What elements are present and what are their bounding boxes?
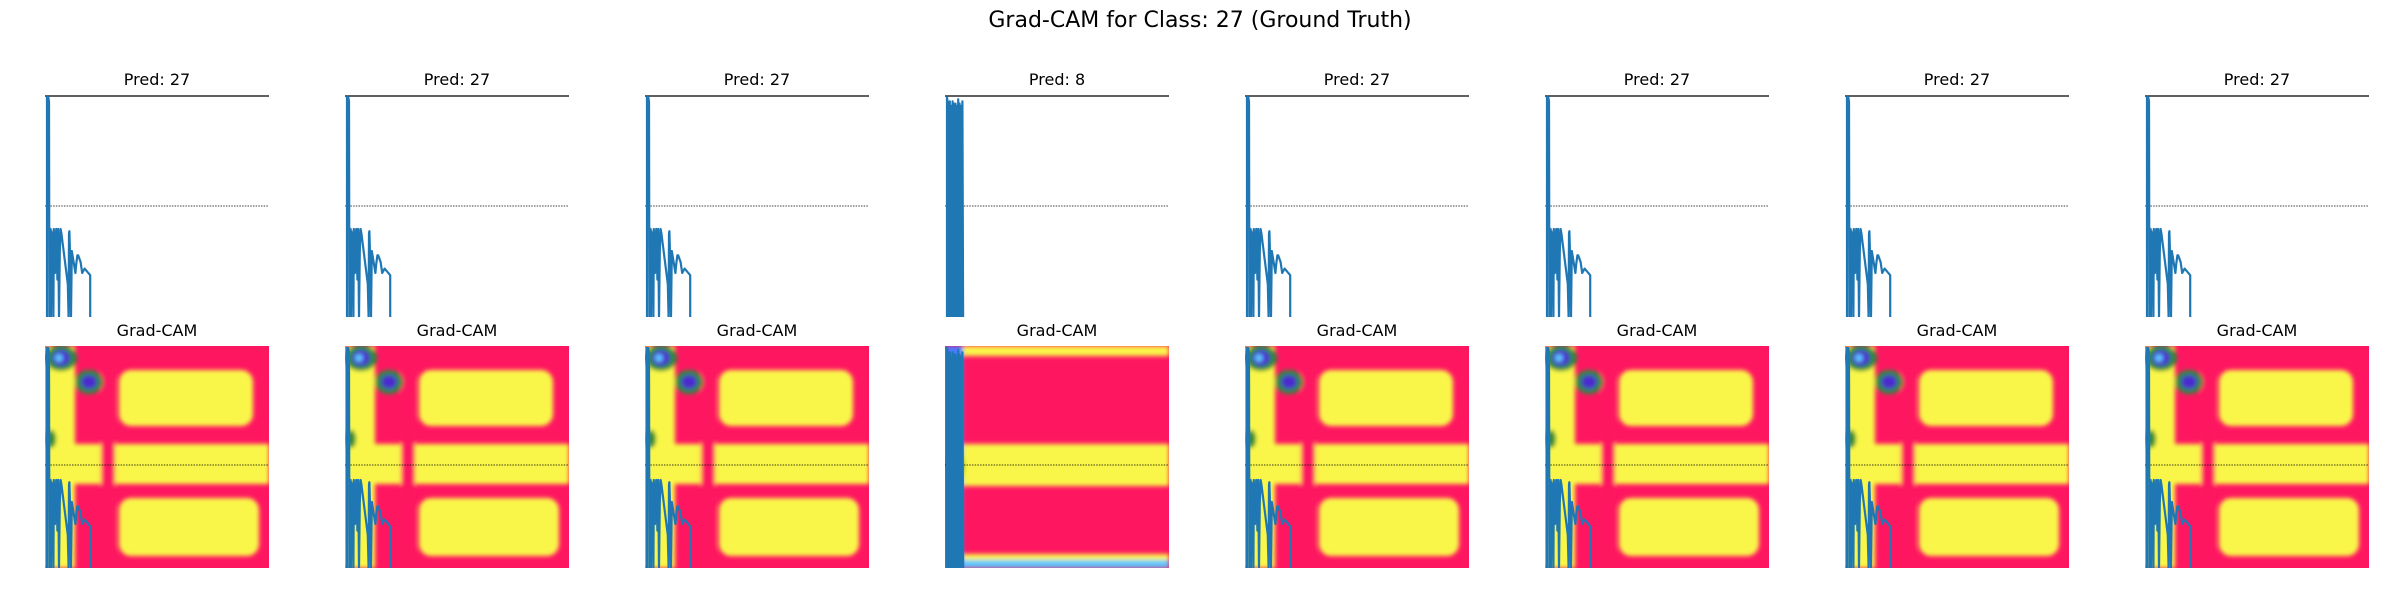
heatmap-hot-band [1901,368,1915,568]
signal-overlay-trace [1545,346,1592,568]
signal-trace [645,95,692,317]
heatmap-warm-region [1545,444,1769,484]
heatmap-warm-region [1919,370,2053,426]
heatmap-cool-region [681,375,697,389]
heatmap-cool-region [381,375,397,389]
heatmap-regions [1845,346,2069,568]
signal-trace [345,95,392,317]
gradcam-panel-title: Grad-CAM [716,321,798,340]
heatmap-regions [1545,346,1769,568]
signal-panel [1245,95,1469,317]
heatmap-hot-band [401,368,415,568]
heatmap-warm-region [119,498,259,556]
heatmap-cool-region [2155,354,2163,362]
heatmap-warm-region [945,346,1169,356]
heatmap-warm-region [2219,370,2353,426]
signal-panel [1545,95,1769,317]
gradcam-panel [1545,346,1769,568]
signal-panel-title: Pred: 27 [1623,70,1691,89]
heatmap-warm-region [1619,370,1753,426]
signal-trace [1845,95,1892,317]
heatmap-warm-region [1845,444,2069,484]
signal-trace [45,95,92,317]
heatmap-warm-region [419,498,559,556]
signal-panel [645,95,869,317]
gradcam-panel [45,346,269,568]
heatmap-cool-region [1855,354,1863,362]
gradcam-panel-title: Grad-CAM [1316,321,1398,340]
heatmap-warm-region [1619,498,1759,556]
heatmap-warm-region [1319,370,1453,426]
heatmap-cool-region [1581,375,1597,389]
signal-panel-title: Pred: 27 [123,70,191,89]
signal-panel [2145,95,2369,317]
heatmap-hot-band [2201,368,2215,568]
heatmap-cool-region [1881,375,1897,389]
gradcam-panel [1245,346,1469,568]
signal-overlay-trace [945,346,965,568]
signal-panel [345,95,569,317]
heatmap-warm-region [1245,444,1469,484]
signal-overlay-trace [2145,346,2192,568]
heatmap-regions [2145,346,2369,568]
signal-panel [1845,95,2069,317]
heatmap-warm-region [1319,498,1459,556]
signal-panel-title: Pred: 8 [1028,70,1086,89]
heatmap-cool-region [55,354,63,362]
heatmap-warm-region [1919,498,2059,556]
heatmap-warm-region [645,444,869,484]
signal-overlay-trace [345,346,392,568]
gradcam-panel-title: Grad-CAM [1616,321,1698,340]
signal-overlay-trace [1245,346,1292,568]
signal-panel [45,95,269,317]
heatmap-warm-region [719,498,859,556]
gradcam-panel [2145,346,2369,568]
heatmap-hot-band [101,368,115,568]
heatmap-cool-region [81,375,97,389]
gradcam-panel-title: Grad-CAM [416,321,498,340]
signal-overlay-trace [645,346,692,568]
signal-panel-title: Pred: 27 [1923,70,1991,89]
gradcam-panel [945,346,1169,568]
signal-trace [1545,95,1592,317]
gradcam-panel [645,346,869,568]
signal-trace [1245,95,1292,317]
signal-panel-title: Pred: 27 [1323,70,1391,89]
heatmap-cool-region [945,560,1169,568]
gradcam-panel [345,346,569,568]
signal-overlay-trace [45,346,92,568]
heatmap-hot-band [701,368,715,568]
heatmap-cool-region [1281,375,1297,389]
heatmap-cool-region [2181,375,2197,389]
signal-trace [945,95,965,317]
signal-panel-title: Pred: 27 [2223,70,2291,89]
heatmap-cool-region [355,354,363,362]
heatmap-hot-band [1301,368,1315,568]
signal-panel-title: Pred: 27 [723,70,791,89]
signal-overlay-trace [1845,346,1892,568]
gradcam-panel-title: Grad-CAM [1016,321,1098,340]
heatmap-warm-region [119,370,253,426]
figure-title: Grad-CAM for Class: 27 (Ground Truth) [988,8,1412,33]
heatmap-warm-region [2219,498,2359,556]
signal-panel [945,95,1169,317]
signal-trace [2145,95,2192,317]
heatmap-cool-region [1555,354,1563,362]
heatmap-cool-region [655,354,663,362]
gradcam-panel-title: Grad-CAM [2216,321,2298,340]
heatmap-cool-region [1255,354,1263,362]
gradcam-panel-title: Grad-CAM [1916,321,1998,340]
signal-panel-title: Pred: 27 [423,70,491,89]
heatmap-warm-region [45,444,269,484]
gradcam-panel-title: Grad-CAM [116,321,198,340]
heatmap-hot-band [1601,368,1615,568]
heatmap-warm-region [345,444,569,484]
gradcam-panel [1845,346,2069,568]
heatmap-warm-region [2145,444,2369,484]
heatmap-warm-region [419,370,553,426]
heatmap-warm-region [719,370,853,426]
